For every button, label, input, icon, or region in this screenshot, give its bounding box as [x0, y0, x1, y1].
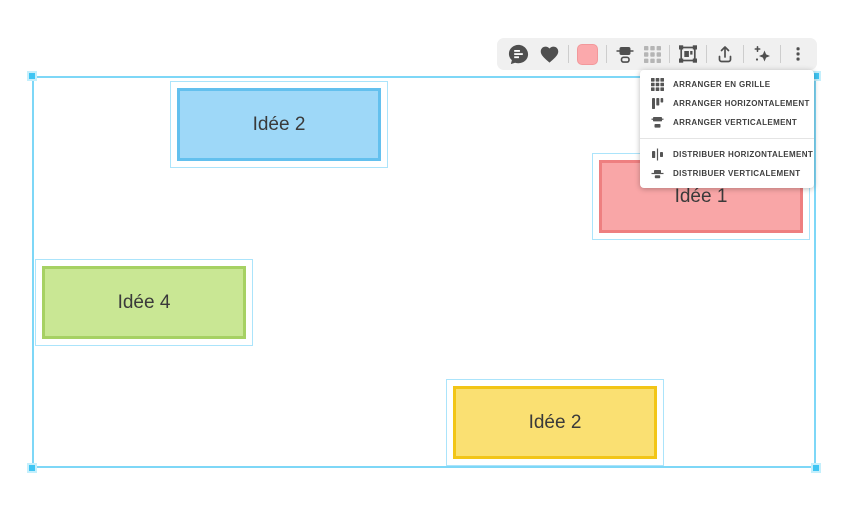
toolbar-divider	[568, 45, 569, 63]
toolbar-divider	[743, 45, 744, 63]
align-vertical-icon	[615, 44, 635, 64]
color-swatch	[577, 43, 598, 65]
sticky-note-label: Idée 2	[252, 113, 306, 135]
selection-handle-sw[interactable]	[27, 463, 37, 473]
menu-item-arrange-horizontal[interactable]: ARRANGER HORIZONTALEMENT	[640, 94, 814, 113]
menu-item-label: ARRANGER HORIZONTALEMENT	[673, 99, 810, 108]
toolbar-divider	[780, 45, 781, 63]
menu-item-label: DISTRIBUER VERTICALEMENT	[673, 169, 801, 178]
upload-icon	[715, 44, 735, 64]
fill-color-button[interactable]	[576, 43, 599, 66]
favorite-button[interactable]	[538, 43, 561, 66]
menu-item-label: DISTRIBUER HORIZONTALEMENT	[673, 150, 814, 159]
frame-button[interactable]	[677, 43, 699, 65]
align-button[interactable]	[614, 43, 636, 65]
menu-item-arrange-grid[interactable]: ARRANGER EN GRILLE	[640, 75, 814, 94]
selection-handle-nw[interactable]	[27, 71, 37, 81]
arrange-horizontal-icon	[651, 97, 664, 110]
selection-bounding-box[interactable]	[32, 76, 816, 468]
comment-icon	[507, 43, 530, 66]
grid-icon	[651, 78, 664, 91]
distribute-horizontal-icon	[651, 148, 664, 161]
menu-item-distribute-vertical[interactable]: DISTRIBUER VERTICALEMENT	[640, 164, 814, 183]
menu-divider	[640, 138, 814, 139]
sticky-note-label: Idée 4	[117, 291, 171, 313]
ai-magic-button[interactable]	[751, 43, 773, 65]
sticky-note-blue[interactable]: Idée 2	[170, 81, 388, 168]
toolbar-divider	[706, 45, 707, 63]
toolbar-divider	[606, 45, 607, 63]
comment-button[interactable]	[506, 42, 531, 67]
arrange-vertical-icon	[651, 116, 664, 129]
toolbar	[497, 38, 817, 70]
sticky-note-label: Idée 1	[674, 185, 728, 207]
selection-handle-se[interactable]	[811, 463, 821, 473]
sticky-note-green[interactable]: Idée 4	[35, 259, 253, 346]
grid-icon	[644, 45, 661, 63]
arrange-menu: ARRANGER EN GRILLE ARRANGER HORIZONTALEM…	[640, 70, 814, 188]
arrange-grid-button[interactable]	[643, 45, 662, 64]
menu-item-label: ARRANGER VERTICALEMENT	[673, 118, 798, 127]
heart-icon	[539, 44, 560, 65]
menu-item-distribute-horizontal[interactable]: DISTRIBUER HORIZONTALEMENT	[640, 145, 814, 164]
toolbar-divider	[669, 45, 670, 63]
menu-item-arrange-vertical[interactable]: ARRANGER VERTICALEMENT	[640, 113, 814, 132]
more-options-button[interactable]	[788, 44, 808, 64]
menu-item-label: ARRANGER EN GRILLE	[673, 80, 771, 89]
distribute-vertical-icon	[651, 167, 664, 180]
sparkles-icon	[752, 44, 772, 64]
kebab-menu-icon	[789, 45, 807, 63]
export-button[interactable]	[714, 43, 736, 65]
frame-icon	[678, 44, 698, 64]
sticky-note-label: Idée 2	[528, 411, 582, 433]
sticky-note-yellow[interactable]: Idée 2	[446, 379, 664, 466]
